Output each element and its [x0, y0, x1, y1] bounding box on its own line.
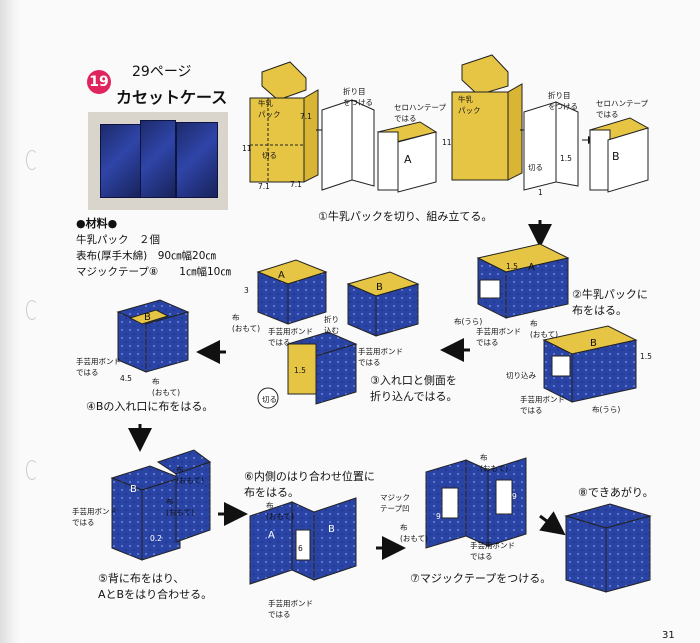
binding-ring — [26, 150, 38, 170]
label-cut: 切る — [262, 395, 277, 404]
label-cloth-front: 布 (おもて) — [480, 453, 509, 473]
label-a: A — [528, 262, 535, 273]
label-11: 11 — [442, 138, 452, 147]
step7-caption: ⑦マジックテープをつける。 — [410, 572, 552, 585]
label-box-a: A — [404, 153, 412, 166]
milk-pack-a — [249, 61, 319, 183]
box-b-covered — [116, 299, 190, 373]
box-a — [376, 121, 438, 193]
label-9: 9 — [436, 512, 441, 521]
label-tape: セロハンテープ ではる — [596, 99, 649, 119]
label-0-2: 0.2 — [150, 534, 162, 543]
label-cloth-front: 布 (おもて) — [400, 523, 429, 543]
step8-caption: ⑧できあがり。 — [578, 486, 654, 499]
label-7-1: 7.1 — [258, 182, 270, 191]
label-6: 6 — [298, 544, 303, 553]
label-bond: 手芸用ボンド ではる — [520, 395, 565, 415]
open-boxes-step6 — [249, 497, 357, 585]
label-bond: 手芸用ボンド ではる — [358, 347, 403, 367]
label-cloth-front: 布 (おもて) — [176, 465, 205, 485]
step2-caption: ②牛乳パックに 布をはる。 — [572, 288, 648, 317]
label-bond: 手芸用ボンド ではる — [268, 327, 313, 347]
materials-heading: ●材料● — [76, 217, 118, 230]
milk-pack-b — [451, 54, 523, 181]
label-bond: 手芸用ボンド ではる — [470, 541, 515, 561]
label-b: B — [328, 524, 335, 535]
label-milk-pack: 牛乳 パック — [458, 95, 481, 115]
label-cut: 切る — [528, 163, 543, 172]
wrapped-box-step2b — [542, 325, 638, 403]
book-binding — [0, 0, 20, 643]
binding-ring — [26, 300, 38, 320]
label-a: A — [268, 530, 275, 541]
label-cut-in: 切り込み — [506, 371, 536, 380]
label-cloth-front: 布 (おもて) — [166, 497, 195, 517]
wrapped-box-step2a — [476, 243, 570, 319]
label-a: A — [278, 270, 285, 281]
label-cloth-front: 布 (おもて) — [152, 377, 181, 397]
label-bond: 手芸用ボンド ではる — [476, 327, 521, 347]
label-bond: 手芸用ボンド ではる — [72, 507, 117, 527]
step4-caption: ④Bの入れ口に布をはる。 — [86, 400, 214, 413]
material-line: 表布(厚手木綿) 90㎝幅20㎝ — [76, 250, 216, 262]
wrapped-box-step3b — [346, 271, 420, 337]
wrapped-box-step3c — [286, 331, 358, 405]
label-cloth-front: 布 (おもて) — [530, 319, 559, 339]
step6-caption: ⑥内側のはり合わせ位置に 布をはる。 — [244, 470, 375, 499]
label-7-1: 7.1 — [300, 112, 312, 121]
label-11: 11 — [242, 144, 252, 153]
material-line: 牛乳パック ２個 — [76, 234, 160, 246]
label-milk-pack: 牛乳 パック — [258, 99, 281, 119]
label-1-5: 1.5 — [640, 352, 652, 361]
label-7-1: 7.1 — [290, 180, 302, 189]
label-tape: セロハンテープ ではる — [394, 103, 447, 123]
label-b: B — [590, 338, 597, 349]
binding-ring — [26, 460, 38, 480]
label-cloth-back: 布(うら) — [592, 405, 621, 414]
label-3: 3 — [244, 286, 249, 295]
opened-pack-a — [321, 99, 375, 191]
label-box-b: B — [612, 150, 620, 163]
label-bond: 手芸用ボンド ではる — [268, 599, 313, 619]
label-fold: 折り目 をつける — [548, 91, 578, 111]
project-number-badge: 19 — [87, 70, 111, 94]
label-1-5: 1.5 — [560, 154, 572, 163]
label-fold-in: 折り 込む — [324, 315, 339, 335]
step1-caption: ①牛乳パックを切り、組み立てる。 — [318, 210, 493, 223]
label-4-5: 4.5 — [120, 374, 132, 383]
label-9: 9 — [512, 492, 517, 501]
label-cloth-back: 布(うら) — [454, 317, 483, 326]
label-cloth-front: 布 (おもて) — [232, 313, 261, 333]
step5-caption: ⑤背に布をはり、 AとBをはり合わせる。 — [98, 572, 213, 601]
page-reference: 29ページ — [132, 64, 192, 80]
material-line: マジックテープ⑧ 1㎝幅10㎝ — [76, 266, 231, 278]
label-cloth-front: 布 (おもて) — [266, 501, 295, 521]
label-b: B — [144, 312, 151, 323]
wrapped-box-step3a — [256, 259, 328, 325]
label-1: 1 — [538, 188, 543, 197]
page-number: 31 — [662, 630, 675, 641]
label-bond: 手芸用ボンド ではる — [76, 357, 121, 377]
label-b: B — [130, 484, 137, 495]
product-photo — [88, 112, 228, 210]
joined-boxes-step5 — [110, 449, 212, 561]
box-b — [588, 117, 650, 193]
magic-tape-step7 — [425, 457, 527, 549]
project-title: カセットケース — [116, 88, 228, 107]
label-magic-tape: マジック テープ凹 — [380, 493, 410, 513]
label-1-5: 1.5 — [506, 262, 518, 271]
label-1-5: 1.5 — [294, 366, 306, 375]
opened-pack-b — [523, 101, 579, 191]
label-cut: 切る — [262, 151, 277, 160]
finished-case — [564, 503, 652, 593]
label-fold: 折り目 をつける — [343, 87, 373, 107]
label-b: B — [376, 282, 383, 293]
step3-caption: ③入れ口と側面を 折り込んではる。 — [370, 374, 458, 403]
